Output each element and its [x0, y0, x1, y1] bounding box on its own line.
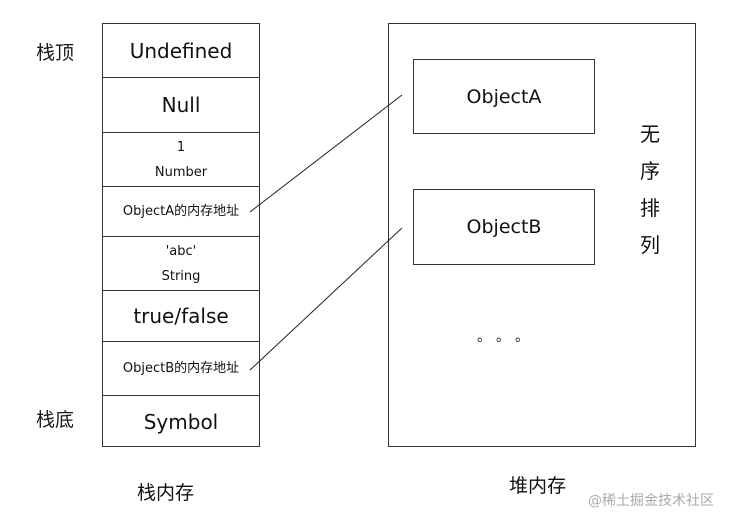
- watermark: @稀土掘金技术社区: [588, 493, 714, 509]
- vertical-char: 排: [640, 196, 660, 220]
- heap-object-label: ObjectA: [466, 85, 542, 108]
- pointer-line-objectb: [249, 227, 403, 371]
- stack-caption: 栈内存: [137, 482, 195, 504]
- heap-caption: 堆内存: [509, 475, 567, 497]
- stack-cell-string: 'abc' String: [103, 237, 259, 291]
- heap-memory-area: ObjectA ObjectB 。。。 无 序 排 列: [388, 23, 696, 447]
- cell-text: ObjectA的内存地址: [122, 204, 240, 219]
- cell-text: ObjectB的内存地址: [122, 361, 240, 376]
- cell-text: Null: [161, 93, 201, 117]
- heap-object-b: ObjectB: [413, 189, 595, 265]
- heap-object-a: ObjectA: [413, 59, 595, 134]
- heap-object-label: ObjectB: [466, 216, 542, 238]
- vertical-char: 无: [640, 122, 660, 146]
- cell-text: true/false: [133, 304, 229, 328]
- pointer-line-objecta: [249, 94, 403, 213]
- stack-bottom-label: 栈底: [36, 409, 75, 431]
- vertical-char: 列: [640, 233, 660, 257]
- stack-cell-boolean: true/false: [103, 291, 259, 342]
- stack-top-label: 栈顶: [36, 42, 75, 64]
- cell-text: Symbol: [143, 410, 219, 434]
- cell-text: Number: [154, 164, 208, 180]
- stack-cell-null: Null: [103, 78, 259, 133]
- heap-unordered-label: 无 序 排 列: [635, 116, 665, 264]
- heap-ellipsis: 。。。: [477, 329, 541, 345]
- stack-cell-objectb-address: ObjectB的内存地址: [103, 342, 259, 396]
- stack-memory-column: Undefined Null 1 Number ObjectA的内存地址 'ab…: [102, 23, 260, 447]
- stack-cell-objecta-address: ObjectA的内存地址: [103, 187, 259, 237]
- stack-cell-symbol: Symbol: [103, 396, 259, 448]
- cell-text: 1: [176, 139, 186, 155]
- cell-text: Undefined: [129, 38, 233, 63]
- vertical-char: 序: [640, 159, 660, 183]
- stack-cell-undefined: Undefined: [103, 24, 259, 78]
- cell-text: String: [161, 268, 201, 284]
- cell-text: 'abc': [165, 243, 197, 259]
- stack-cell-number: 1 Number: [103, 133, 259, 187]
